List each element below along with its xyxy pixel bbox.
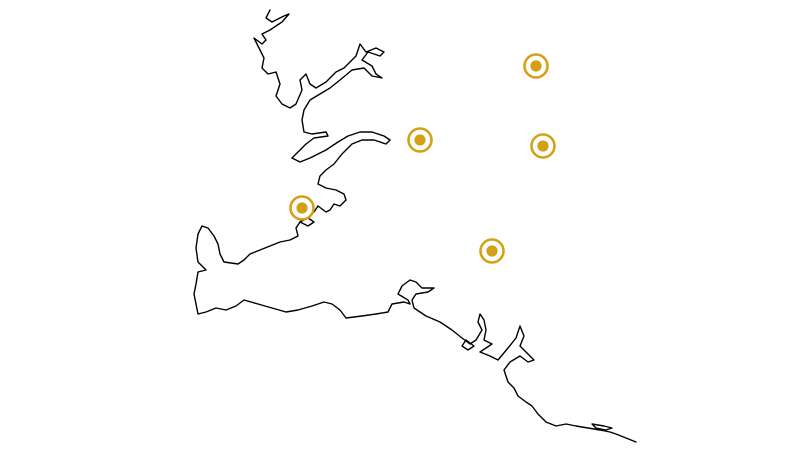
coastline-islet-3 (591, 423, 613, 431)
location-marker[interactable] (530, 133, 556, 159)
coastline-upper-inlet (253, 9, 391, 213)
location-marker[interactable] (523, 53, 549, 79)
coastline-islet-2 (461, 339, 475, 351)
location-marker[interactable] (289, 195, 315, 221)
location-marker-dot (414, 134, 426, 146)
location-marker-dot (537, 140, 549, 152)
location-marker-dot (530, 60, 542, 72)
location-marker[interactable] (479, 238, 505, 264)
location-marker-dot (296, 202, 308, 214)
location-marker[interactable] (407, 127, 433, 153)
coastline-southern-coast (193, 205, 637, 443)
location-marker-dot (486, 245, 498, 257)
